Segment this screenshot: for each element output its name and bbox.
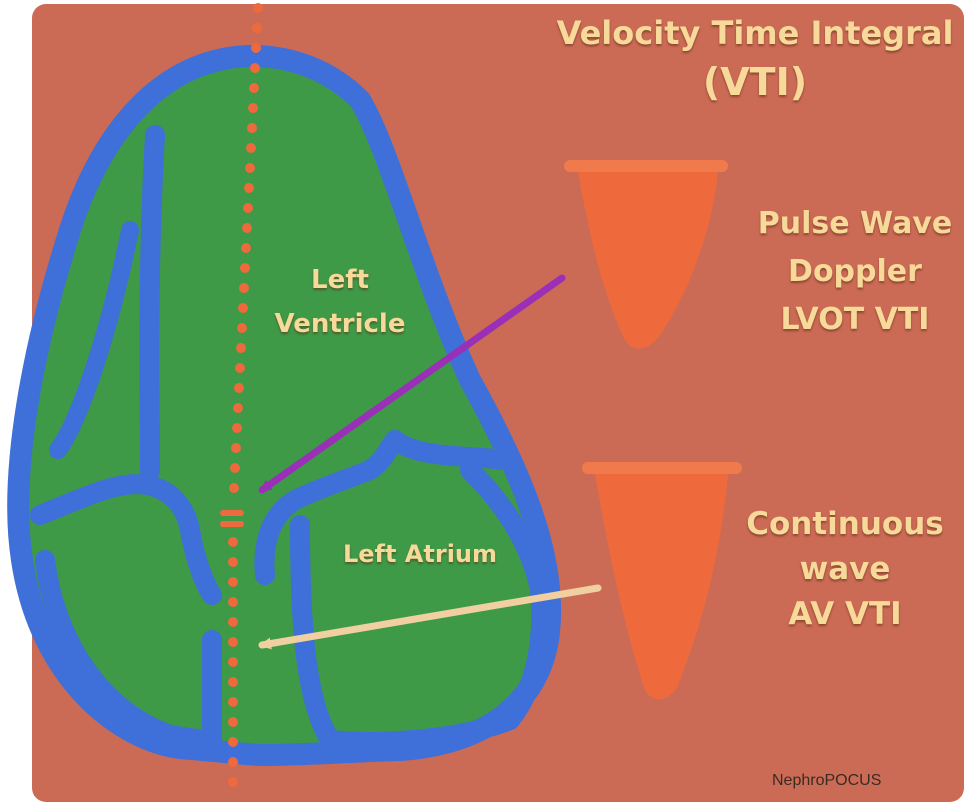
continuous-wave-envelope: [582, 462, 742, 700]
mitral-leaflet-left: [30, 474, 222, 605]
continuous-wave-label: Continuous wave AV VTI: [720, 502, 970, 637]
left-chamber-wall: [35, 550, 222, 751]
continuous-wave-label-line1: Continuous: [746, 506, 944, 542]
credit-watermark: NephroPOCUS: [772, 772, 882, 789]
pulse-wave-label: Pulse Wave Doppler LVOT VTI: [745, 200, 965, 344]
left-ventricle-label-line1: Left: [311, 265, 369, 295]
continuous-wave-label-line3: AV VTI: [788, 596, 902, 632]
aortic-leaflet-right: [254, 430, 510, 585]
doppler-cursor-line: [228, 3, 263, 787]
left-atrium-label: Left Atrium: [342, 540, 498, 568]
diagram-title-abbrev: (VTI): [702, 60, 808, 104]
left-ventricle-label-line2: Ventricle: [274, 309, 406, 339]
pulse-wave-envelope: [564, 160, 728, 349]
continuous-wave-label-line2: wave: [799, 551, 891, 587]
pulse-wave-label-line1: Pulse Wave: [757, 206, 953, 241]
sample-volume-gate: [220, 510, 244, 527]
pulse-wave-label-line3: LVOT VTI: [780, 302, 930, 337]
continuous-wave-arrow: [258, 584, 602, 650]
left-atrium-wall: [290, 460, 552, 752]
septum-wall-left: [139, 125, 165, 480]
pulse-wave-label-line2: Doppler: [788, 254, 922, 289]
lateral-wall-left: [49, 221, 139, 459]
left-ventricle-label: Left Ventricle: [255, 258, 425, 346]
pulse-wave-arrow: [258, 274, 566, 494]
diagram-title: Velocity Time Integral: [556, 14, 954, 52]
